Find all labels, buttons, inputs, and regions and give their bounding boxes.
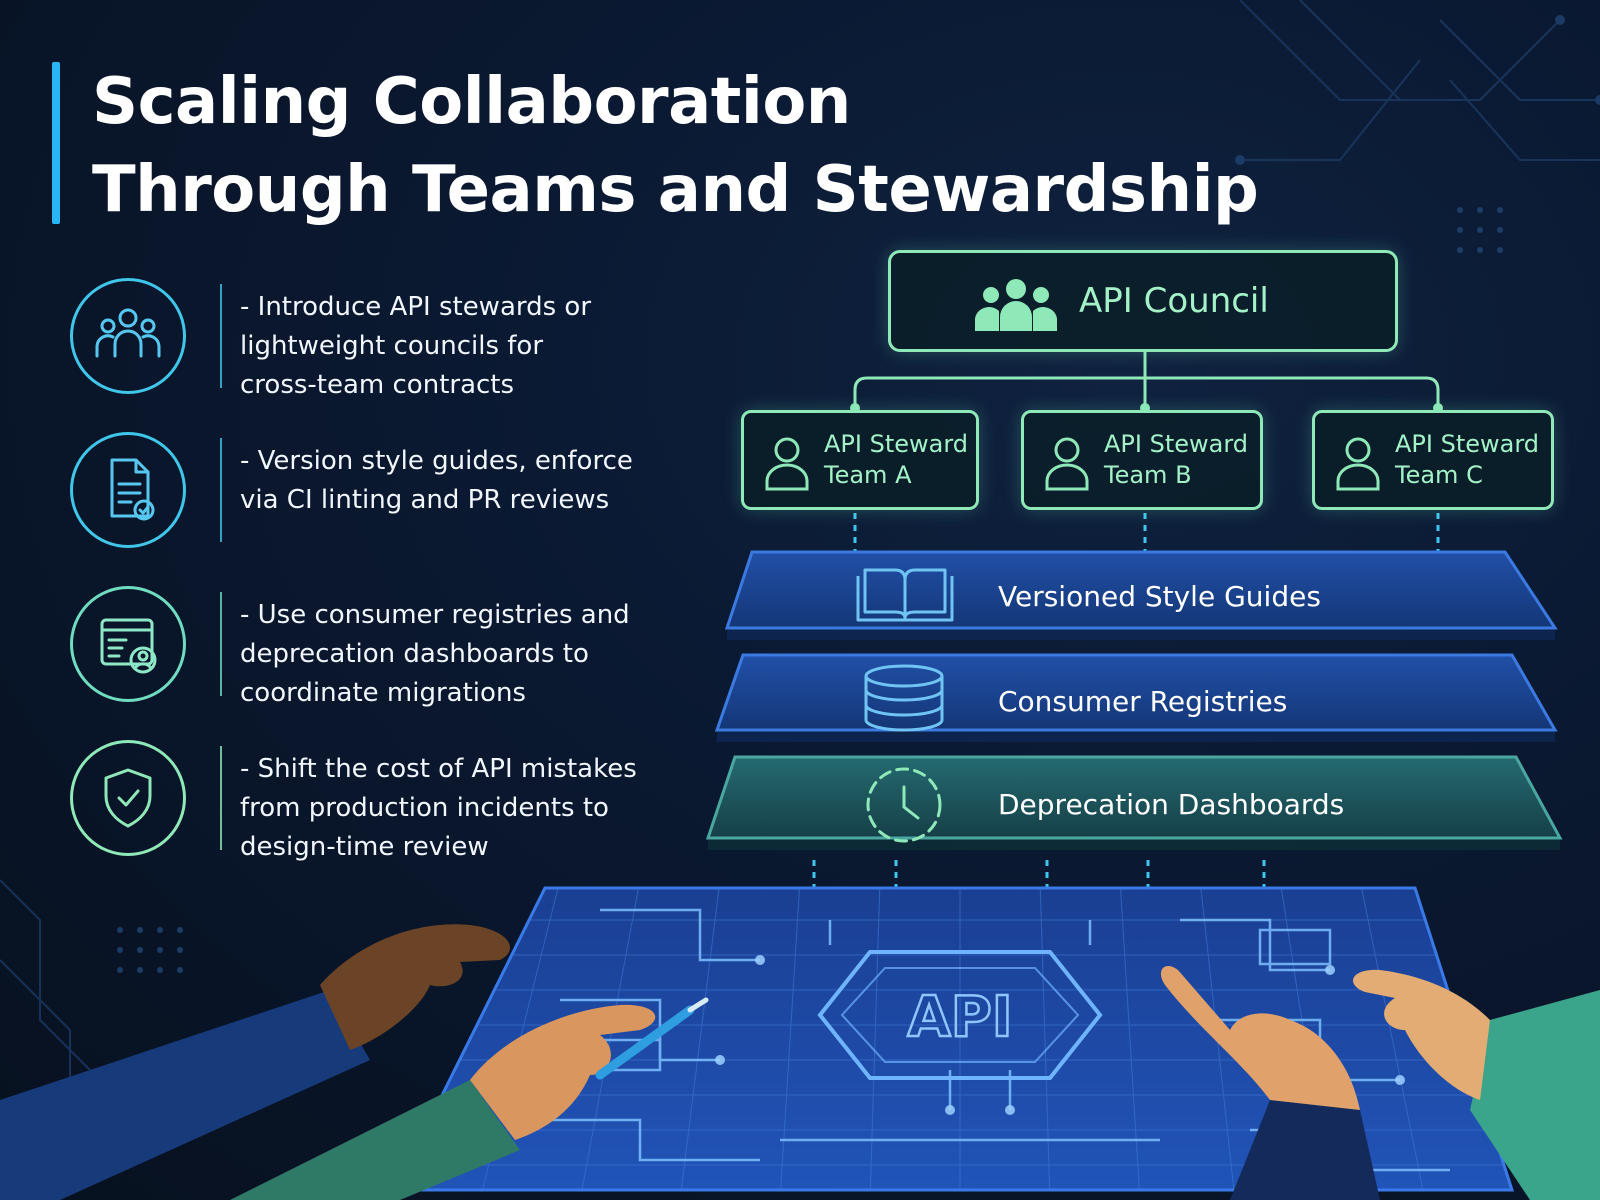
shield-check-icon: [70, 740, 186, 856]
api-label: API: [907, 985, 1012, 1050]
steward-team-a-node: API Steward Team A: [741, 410, 979, 510]
layer-versioned-style-guides: [724, 550, 1558, 640]
bullet-divider: [220, 284, 222, 388]
team-c-label: API Steward Team C: [1395, 430, 1540, 489]
layer-label-deprecation-dashboards: Deprecation Dashboards: [998, 788, 1345, 821]
bullet-text: - Version style guides, enforce via CI l…: [240, 446, 633, 515]
hands-illustration: [0, 924, 1600, 1200]
bullet-item-style-guides: - Version style guides, enforce via CI l…: [70, 432, 690, 562]
people-group-icon: [975, 279, 1057, 331]
page-title: Scaling Collaboration Through Teams and …: [92, 58, 1259, 234]
clock-icon: [866, 767, 942, 843]
api-council-label: API Council: [1079, 281, 1269, 321]
title-line-2: Through Teams and Stewardship: [92, 153, 1259, 227]
council-connectors: [853, 352, 1440, 408]
database-icon: [864, 664, 944, 732]
layer-consumer-registries: [714, 653, 1558, 742]
bullet-item-registries: - Use consumer registries and deprecatio…: [70, 586, 690, 716]
bullet-item-shift-cost: - Shift the cost of API mistakes from pr…: [70, 740, 690, 870]
team-layer-connectors: [853, 513, 1440, 552]
team-b-label: API Steward Team B: [1104, 430, 1249, 489]
title-line-1: Scaling Collaboration: [92, 65, 851, 139]
document-check-icon: [70, 432, 186, 548]
api-council-node: API Council: [888, 250, 1398, 352]
registry-user-icon: [70, 586, 186, 702]
api-hexagon: [817, 950, 1103, 1080]
layer-label-style-guides: Versioned Style Guides: [998, 580, 1321, 613]
pen-icon: [595, 997, 709, 1080]
people-group-icon: [70, 278, 186, 394]
person-icon: [1336, 437, 1380, 491]
person-icon: [1045, 437, 1089, 491]
steward-team-b-node: API Steward Team B: [1021, 410, 1263, 510]
layer-label-consumer-registries: Consumer Registries: [998, 685, 1288, 718]
open-book-icon: [856, 568, 954, 622]
bullet-text: - Introduce API stewards or lightweight …: [240, 292, 592, 400]
bullet-item-stewards: - Introduce API stewards or lightweight …: [70, 278, 690, 408]
title-accent-bar: [52, 62, 60, 224]
bullet-text: - Shift the cost of API mistakes from pr…: [240, 754, 637, 862]
person-icon: [765, 437, 809, 491]
bullet-divider: [220, 592, 222, 696]
team-a-label: API Steward Team A: [824, 430, 969, 489]
layer-deprecation-dashboards: [705, 755, 1563, 850]
bullet-text: - Use consumer registries and deprecatio…: [240, 600, 630, 708]
bullet-divider: [220, 746, 222, 850]
bullet-divider: [220, 438, 222, 542]
steward-team-c-node: API Steward Team C: [1312, 410, 1554, 510]
